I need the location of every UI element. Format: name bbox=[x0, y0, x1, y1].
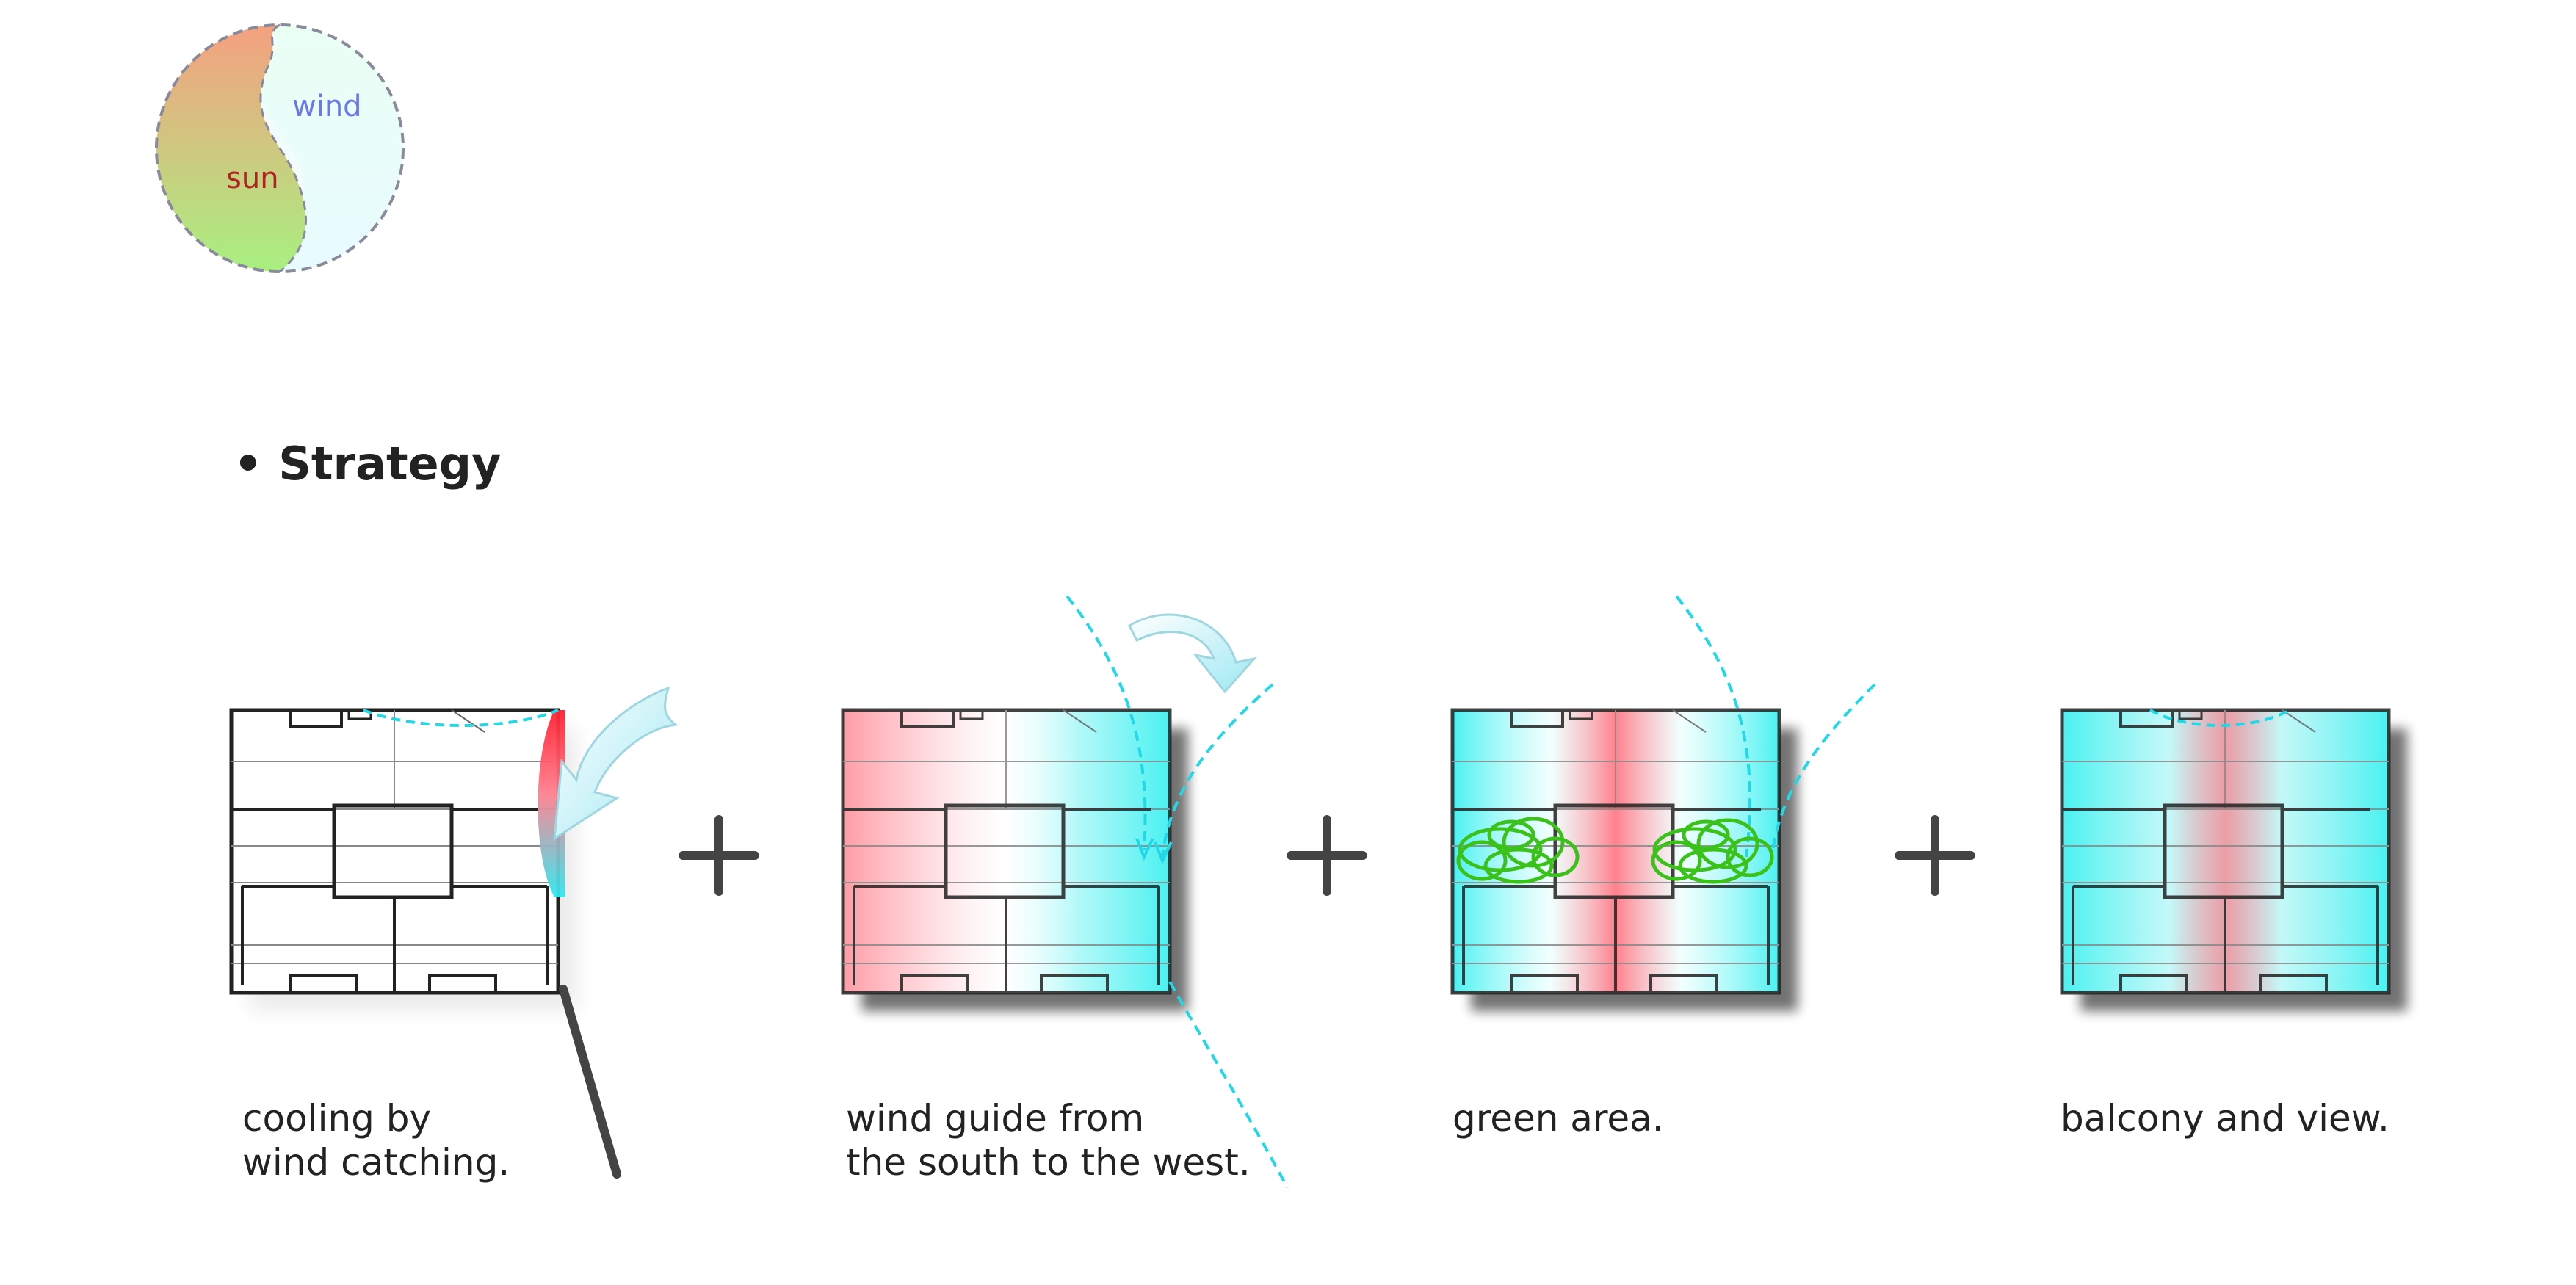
heading-text: Strategy bbox=[278, 437, 502, 491]
plus-sign-3 bbox=[1895, 815, 1975, 896]
wind-direction-arrow bbox=[1128, 613, 1258, 694]
caption-cooling: cooling by wind catching. bbox=[242, 1097, 510, 1184]
tree-cluster-right bbox=[1651, 818, 1774, 884]
panel-balcony-view bbox=[2062, 710, 2407, 1011]
plus-sign-1 bbox=[679, 815, 759, 896]
caption-green-area: green area. bbox=[1452, 1097, 1664, 1140]
wind-label: wind bbox=[292, 90, 362, 123]
caption-balcony-view: balcony and view. bbox=[2061, 1097, 2389, 1140]
sun-label: sun bbox=[226, 162, 279, 195]
caption-wind-guide: wind guide from the south to the west. bbox=[846, 1097, 1251, 1184]
sun-wind-legend: sun wind bbox=[155, 23, 405, 273]
panel-wind-guide bbox=[843, 595, 1289, 1188]
hot-wall-gradient bbox=[538, 710, 565, 897]
panel-green-area bbox=[1452, 595, 1876, 1011]
strategy-heading: • Strategy bbox=[234, 437, 501, 491]
panel-cooling bbox=[231, 686, 679, 1179]
wind-catch-arrow bbox=[553, 686, 679, 841]
tree-cluster-left bbox=[1456, 817, 1580, 884]
plus-sign-2 bbox=[1287, 815, 1367, 896]
heading-bullet: • bbox=[234, 437, 263, 491]
wind-catcher-pole bbox=[559, 985, 621, 1179]
